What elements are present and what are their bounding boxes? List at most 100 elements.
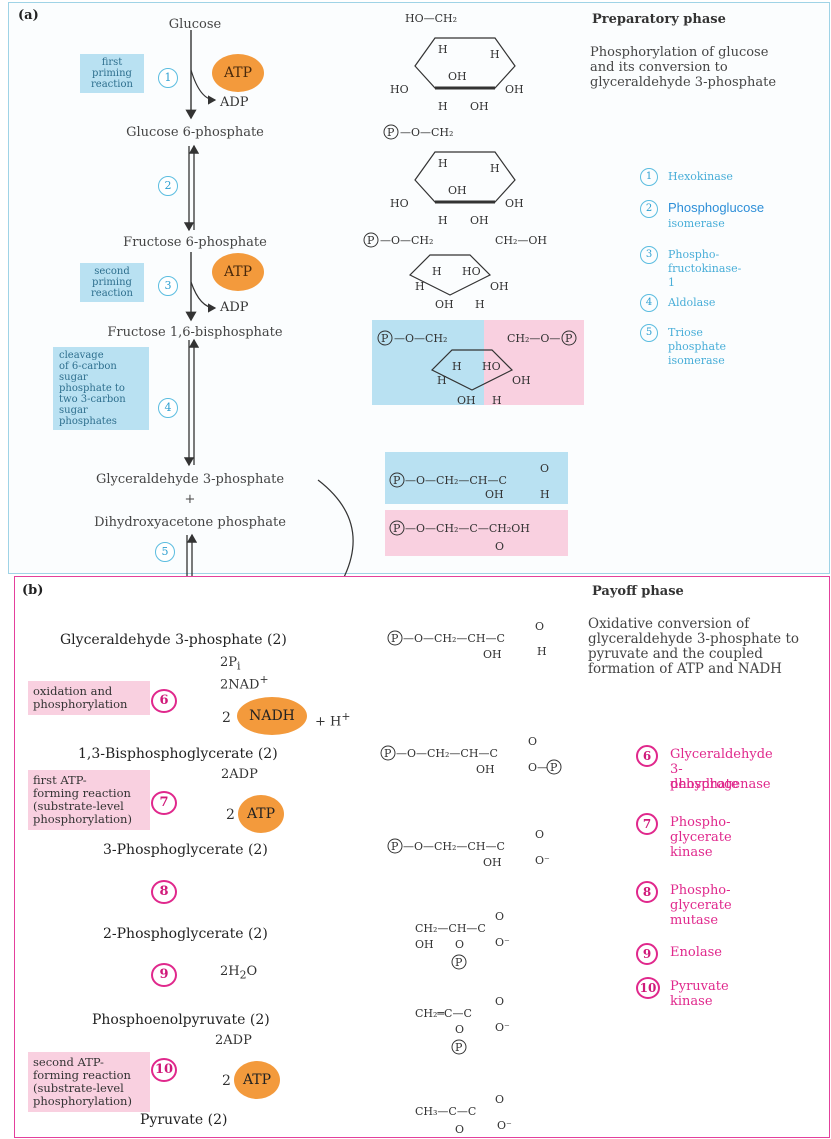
dhap-structure-box xyxy=(385,510,568,556)
svg-text:P: P xyxy=(393,522,401,535)
svg-text:H: H xyxy=(452,360,462,373)
svg-text:H: H xyxy=(438,157,448,170)
svg-text:—O—CH₂: —O—CH₂ xyxy=(394,332,447,345)
svg-text:OH: OH xyxy=(483,856,502,869)
svg-text:O: O xyxy=(455,938,464,951)
metabolite-glyceraldehyde-3-phosphate: Glyceraldehyde 3-phosphate xyxy=(95,472,285,487)
metabolite-fructose-1-6-bisphosphate: Fructose 1,6-bisphosphate xyxy=(107,325,283,340)
atp-ellipse-step3: ATP xyxy=(212,253,264,291)
svg-text:CH₂—OH: CH₂—OH xyxy=(495,234,547,247)
metabolite-glucose-6-phosphate: Glucose 6-phosphate xyxy=(126,125,264,140)
svg-text:O: O xyxy=(455,1123,464,1136)
side-2pi: 2Pi xyxy=(220,655,241,673)
svg-text:OH: OH xyxy=(435,298,454,310)
metabolite-g3p-2: Glyceraldehyde 3-phosphate (2) xyxy=(60,632,287,648)
metabolite-dihydroxyacetone-phosphate: Dihydroxyacetone phosphate xyxy=(94,515,286,530)
svg-text:H: H xyxy=(540,488,550,501)
svg-text:—O—CH₂—C—CH₂OH: —O—CH₂—C—CH₂OH xyxy=(405,522,530,535)
g3p-2-structure: P —O—CH₂—CH—C OH OH xyxy=(387,620,547,661)
panel-b-label: (b) xyxy=(22,583,44,598)
atp-ellipse-step1: ATP xyxy=(212,54,264,92)
glyceraldehyde-3-phosphate-structure: P —O—CH₂—CH—C OH OH xyxy=(389,462,550,501)
side-atp-coefficient-step7: 2 xyxy=(226,807,235,823)
preparatory-phase-description: Phosphorylation of glucose and its conve… xyxy=(590,45,777,90)
svg-text:OH: OH xyxy=(483,648,502,661)
payoff-phase-title: Payoff phase xyxy=(592,584,684,599)
svg-text:H: H xyxy=(475,298,485,310)
svg-text:O⁻: O⁻ xyxy=(495,936,510,949)
svg-text:H: H xyxy=(490,162,500,175)
svg-text:OH: OH xyxy=(485,488,504,501)
note-second-priming: second priming reaction xyxy=(80,263,144,302)
svg-text:OH: OH xyxy=(505,83,524,96)
svg-text:HO: HO xyxy=(390,83,409,96)
step-9-marker: 9 xyxy=(151,963,177,987)
bisphosphoglycerate-structure: P —O—CH₂—CH—C OHO O—P xyxy=(380,735,562,776)
svg-text:OH: OH xyxy=(448,184,467,197)
svg-text:O⁻: O⁻ xyxy=(495,1021,510,1034)
side-nadh-coefficient: 2 xyxy=(222,710,231,726)
note-cleavage: cleavage of 6-carbon sugar phosphate to … xyxy=(53,347,149,430)
svg-text:P: P xyxy=(455,1041,463,1054)
metabolite-3-phosphoglycerate: 3-Phosphoglycerate (2) xyxy=(103,842,268,858)
svg-text:H: H xyxy=(437,374,447,387)
step-8-marker: 8 xyxy=(151,880,177,904)
svg-text:HO: HO xyxy=(482,360,501,373)
svg-text:O⁻: O⁻ xyxy=(535,854,550,867)
step-10-marker: 10 xyxy=(151,1058,177,1082)
svg-text:OH: OH xyxy=(512,374,531,387)
metabolite-2-phosphoglycerate: 2-Phosphoglycerate (2) xyxy=(103,926,268,942)
svg-text:O: O xyxy=(540,462,549,475)
svg-text:P: P xyxy=(387,126,395,139)
note-first-atp-forming: first ATP- forming reaction (substrate-l… xyxy=(28,770,150,830)
svg-text:O—: O— xyxy=(528,761,548,774)
step-1-marker: 1 xyxy=(158,68,178,88)
atp-ellipse-step10: ATP xyxy=(234,1061,280,1099)
plus-sign: + xyxy=(184,492,196,507)
side-atp-coefficient-step10: 2 xyxy=(222,1073,231,1089)
svg-text:P: P xyxy=(367,234,375,247)
svg-text:P: P xyxy=(391,632,399,645)
note-oxidation-phosphorylation: oxidation and phosphorylation xyxy=(28,681,150,715)
adp-step1: ADP xyxy=(220,95,249,110)
adp-step3: ADP xyxy=(220,300,249,315)
svg-text:H: H xyxy=(432,265,442,278)
phosphoenolpyruvate-structure: CH₂═C—C O P O O⁻ xyxy=(415,995,510,1055)
svg-text:P: P xyxy=(393,474,401,487)
svg-text:—O—CH₂: —O—CH₂ xyxy=(400,126,453,139)
svg-text:O: O xyxy=(495,995,504,1008)
svg-text:CH₂═C—C: CH₂═C—C xyxy=(415,1007,472,1020)
dihydroxyacetone-phosphate-structure: P —O—CH₂—C—CH₂OH O xyxy=(389,520,530,553)
svg-text:P: P xyxy=(391,840,399,853)
svg-text:O: O xyxy=(528,735,537,748)
svg-text:O⁻: O⁻ xyxy=(497,1119,512,1132)
svg-text:—O—CH₂—CH—C: —O—CH₂—CH—C xyxy=(403,632,505,645)
metabolite-1-3-bisphosphoglycerate: 1,3-Bisphosphoglycerate (2) xyxy=(78,746,278,762)
step-4-marker: 4 xyxy=(158,398,178,418)
svg-text:P: P xyxy=(384,747,392,760)
svg-text:O: O xyxy=(535,620,544,633)
nadh-ellipse: NADH xyxy=(237,697,307,735)
metabolite-glucose: Glucose xyxy=(168,17,222,32)
svg-text:—O—CH₂—CH—C: —O—CH₂—CH—C xyxy=(405,474,507,487)
svg-text:H: H xyxy=(537,645,547,658)
svg-text:OH: OH xyxy=(415,938,434,951)
svg-text:—O—CH₂: —O—CH₂ xyxy=(380,234,433,247)
svg-text:H: H xyxy=(438,214,448,227)
preparatory-phase-title: Preparatory phase xyxy=(592,12,726,27)
svg-text:H: H xyxy=(438,43,448,56)
side-2adp-step7: 2ADP xyxy=(221,767,258,782)
metabolite-phosphoenolpyruvate: Phosphoenolpyruvate (2) xyxy=(92,1012,270,1028)
note-second-atp-forming: second ATP- forming reaction (substrate-… xyxy=(28,1052,150,1112)
metabolite-fructose-6-phosphate: Fructose 6-phosphate xyxy=(123,235,267,250)
svg-text:OH: OH xyxy=(448,70,467,83)
svg-text:CH₂—O—: CH₂—O— xyxy=(507,332,560,345)
svg-text:O: O xyxy=(455,1023,464,1036)
step-2-marker: 2 xyxy=(158,176,178,196)
panel-a-label: (a) xyxy=(18,8,39,23)
